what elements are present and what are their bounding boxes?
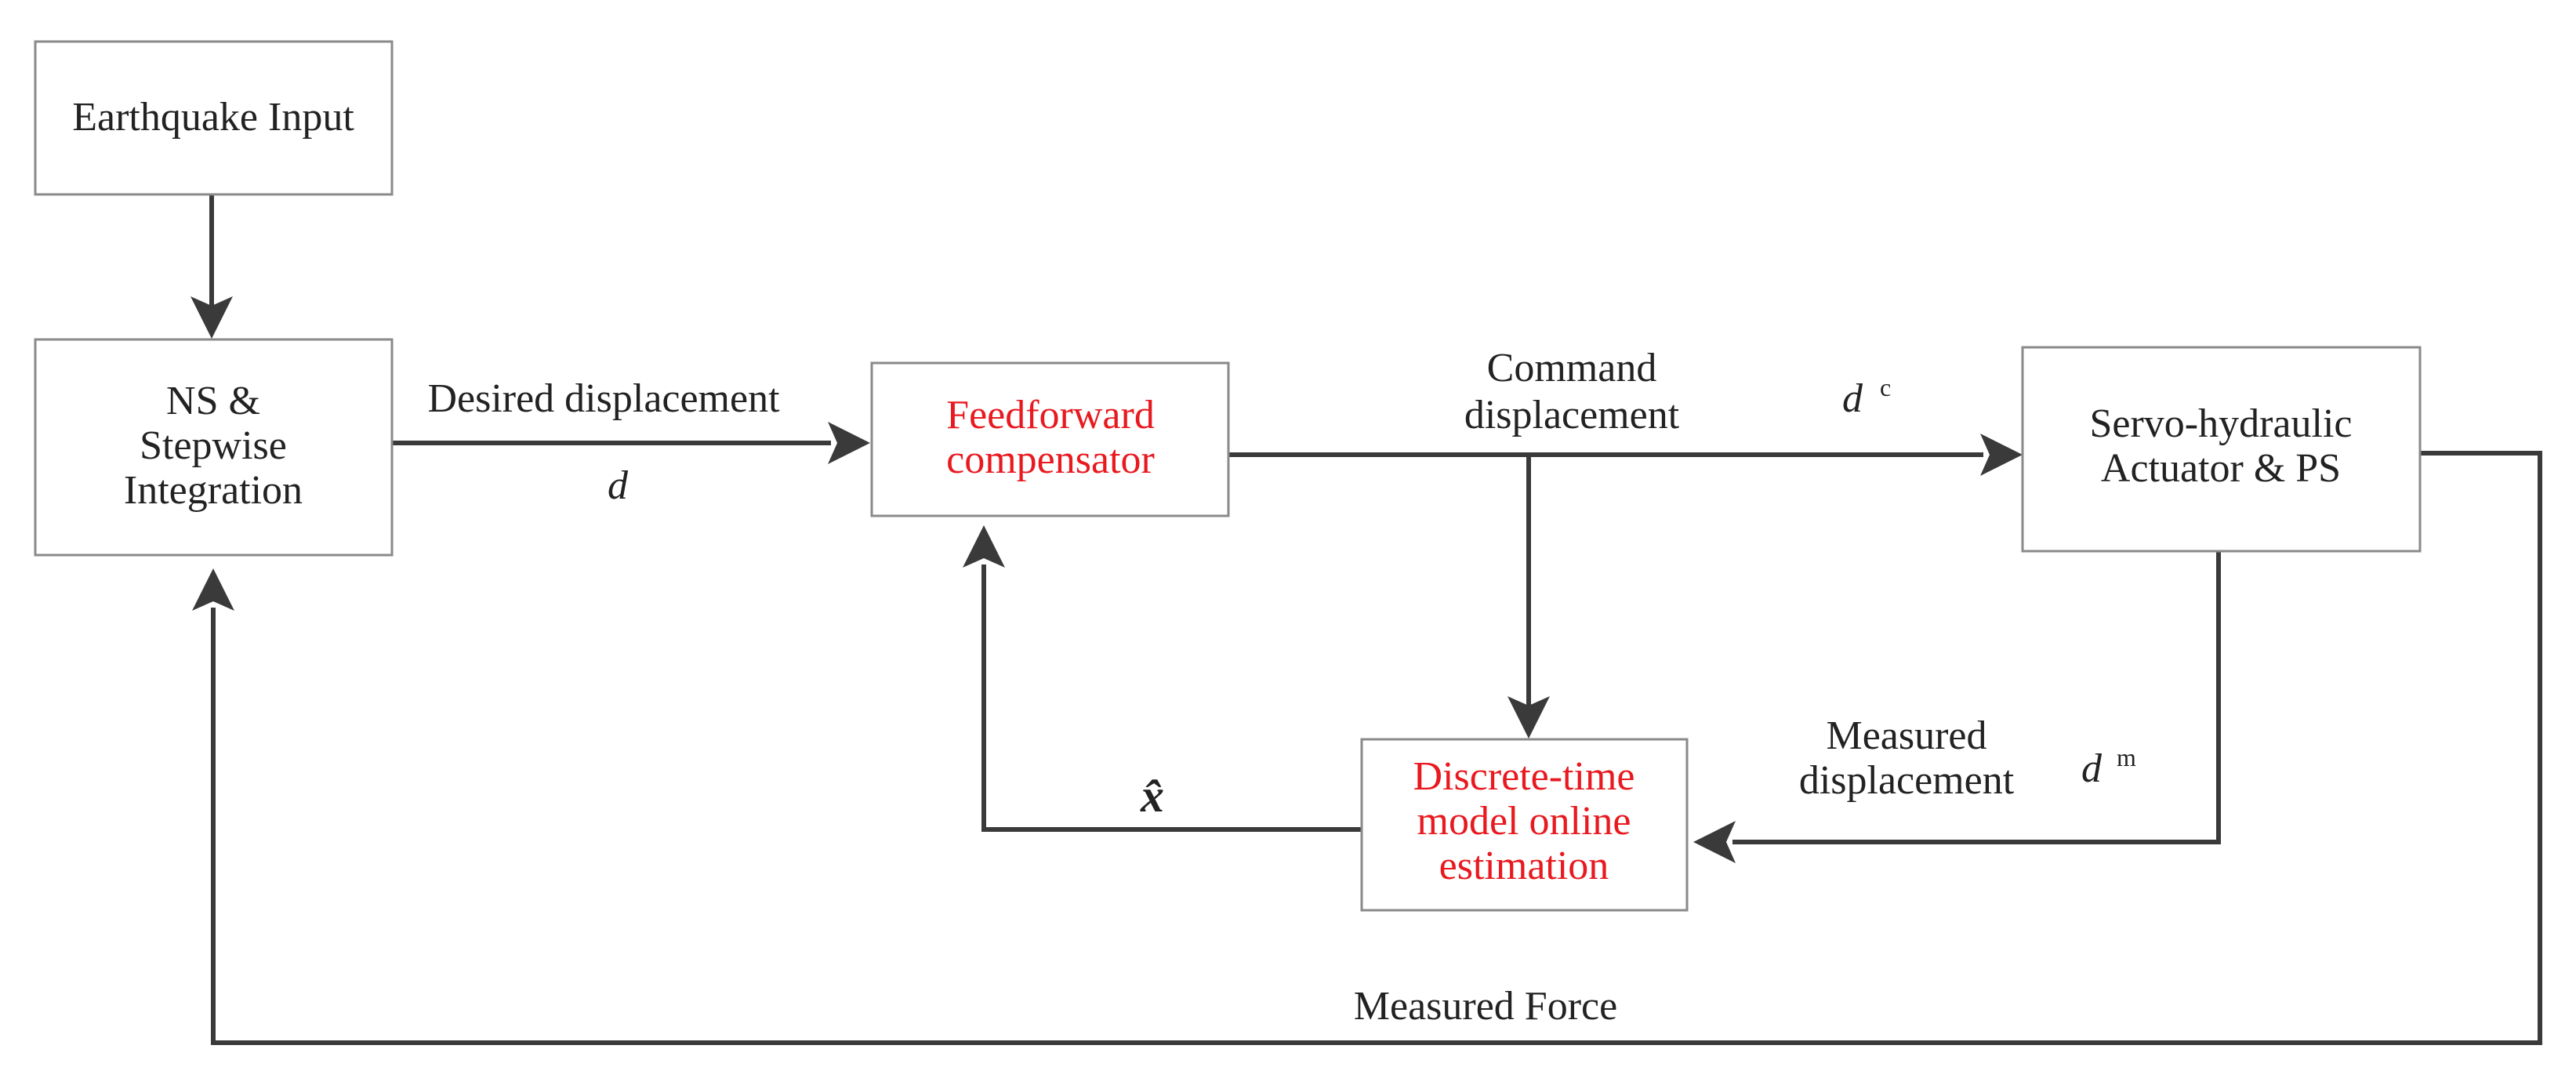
block-servo-line1: Servo-hydraulic	[2089, 401, 2352, 446]
block-feedforward-compensator: Feedforward compensator	[870, 361, 1230, 517]
block-ns-line2: Stepwise	[140, 423, 287, 468]
block-feedforward-line2: compensator	[946, 437, 1155, 482]
symbol-desired-d: d	[608, 463, 629, 508]
block-estimation-frame	[1360, 738, 1689, 912]
arrowhead-left-icon	[1693, 821, 1736, 863]
symbol-measured-d: d	[2081, 746, 2103, 791]
block-feedforward-line1: Feedforward	[946, 393, 1155, 437]
block-ns-line1: NS &	[166, 379, 260, 423]
signal-labels: Desired displacement d Command displacem…	[427, 346, 2136, 1029]
block-servo-line2: Actuator & PS	[2101, 446, 2341, 491]
block-online-estimation: Discrete-time model online estimation	[1360, 738, 1689, 912]
label-measured-line1: Measured	[1826, 713, 1986, 758]
block-ns-integration: NS & Stepwise Integration	[34, 338, 394, 557]
symbol-measured-superscript: m	[2117, 743, 2136, 771]
arrow-estimate-feedback	[981, 564, 1362, 832]
label-measured-force: Measured Force	[1354, 984, 1617, 1029]
label-measured-line2: displacement	[1799, 758, 2015, 803]
arrowhead-up-icon	[192, 568, 234, 611]
arrowhead-down-icon	[190, 296, 233, 339]
label-command-line1: Command	[1487, 346, 1657, 390]
block-earthquake-frame	[34, 40, 394, 196]
block-estimation-line1: Discrete-time	[1413, 754, 1635, 799]
arrowhead-right-icon	[828, 422, 870, 464]
block-feedforward-frame	[870, 361, 1230, 517]
block-servo-actuator: Servo-hydraulic Actuator & PS	[2021, 346, 2422, 553]
symbol-state-estimate: x̂	[1140, 770, 1164, 822]
arrow-heads	[190, 296, 2023, 863]
block-ns-line3: Integration	[124, 468, 303, 513]
block-estimation-line3: estimation	[1439, 844, 1609, 888]
label-command-line2: displacement	[1464, 393, 1680, 437]
arrowhead-up-icon	[963, 525, 1005, 568]
arrowhead-down-icon	[1508, 696, 1550, 739]
arrowhead-right-icon	[1980, 434, 2023, 476]
arrow-measured-force	[211, 451, 2542, 1045]
label-desired-displacement: Desired displacement	[427, 376, 780, 421]
symbol-command-d: d	[1842, 376, 1863, 421]
symbol-command-superscript: c	[1880, 373, 1891, 401]
block-earthquake-label: Earthquake Input	[72, 95, 354, 140]
block-estimation-line2: model online	[1417, 799, 1631, 844]
connections	[209, 194, 2542, 1045]
arrow-measured-displacement	[1732, 551, 2221, 844]
block-ns-frame	[34, 338, 394, 557]
block-earthquake-input: Earthquake Input	[34, 40, 394, 196]
block-servo-frame	[2021, 346, 2422, 553]
